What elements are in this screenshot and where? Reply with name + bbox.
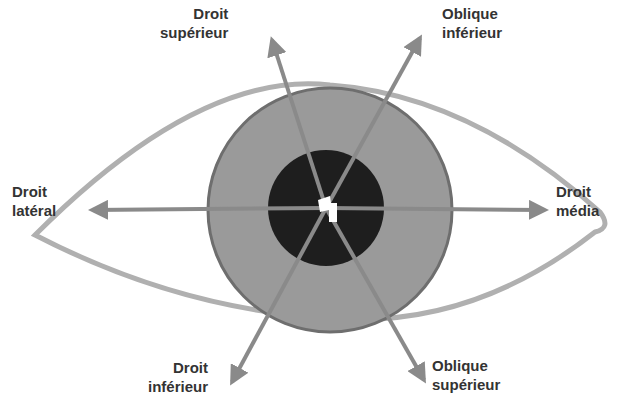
- pupil-highlight: [318, 196, 337, 222]
- muscle-label: Droit latéral: [12, 182, 56, 220]
- muscle-label: Droit supérieur: [160, 4, 228, 42]
- muscle-label: Oblique supérieur: [432, 356, 500, 394]
- muscle-arrows: [92, 38, 545, 382]
- muscle-label: Droit média: [556, 182, 599, 220]
- muscle-label: Oblique inférieur: [442, 4, 502, 42]
- muscle-label: Droit inférieur: [148, 358, 208, 396]
